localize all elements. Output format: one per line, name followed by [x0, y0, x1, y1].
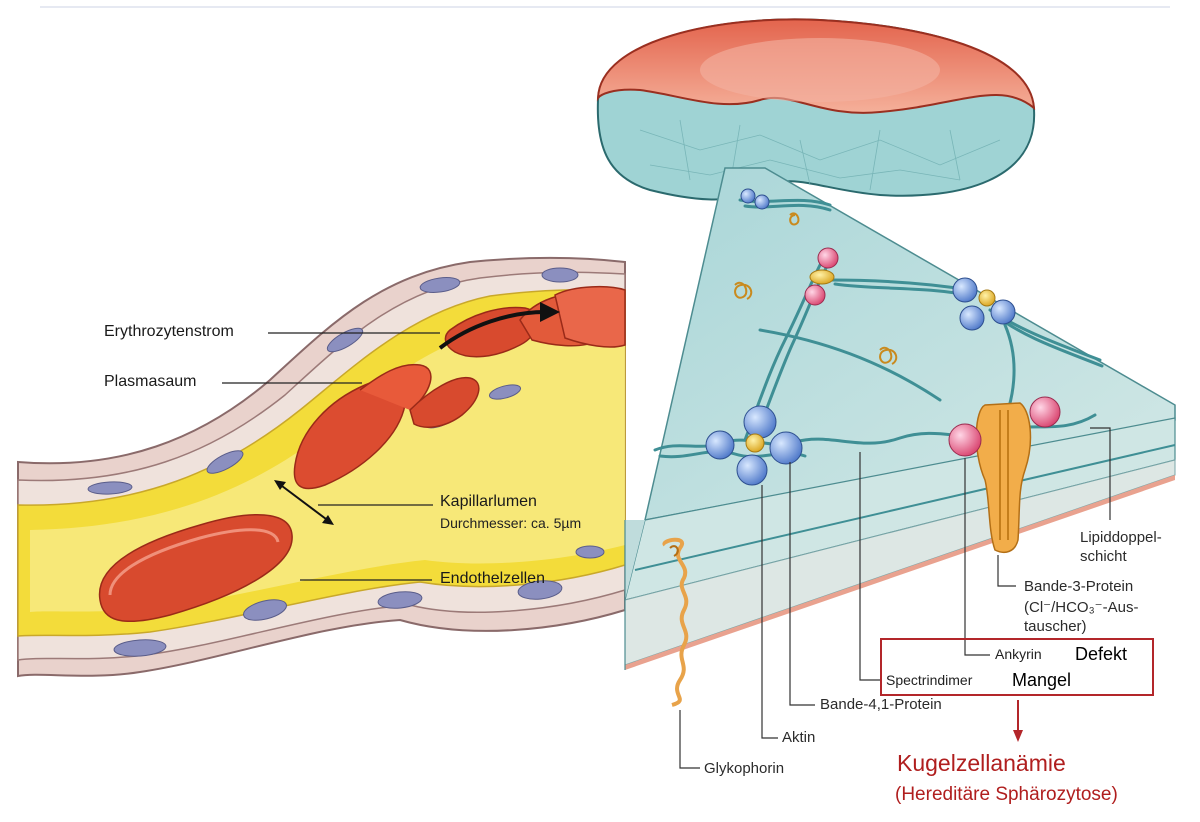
label-defekt: Defekt [1075, 644, 1128, 664]
label-ankyrin: Ankyrin [995, 646, 1042, 662]
left-leader-lines [222, 332, 440, 581]
label-kapillarlumen: Kapillarlumen [440, 493, 537, 510]
label-spectrindimer: Spectrindimer [886, 672, 973, 688]
membrane-skeleton [624, 167, 1176, 707]
label-mangel: Mangel [1012, 670, 1072, 690]
right-leader-lines [679, 427, 1111, 769]
label-glykophorin: Glykophorin [704, 760, 785, 777]
label-endothelzellen: Endothelzellen [440, 570, 545, 587]
bande-3-protein [948, 396, 1061, 553]
capillary-illustration [17, 256, 626, 678]
top-divider [40, 6, 1170, 8]
defect-highlight-box [880, 638, 1154, 696]
glykophorin-protein [662, 537, 689, 707]
protein-complex-top-right [952, 277, 1016, 331]
label-austauscher-line1: (Cl⁻/HCO₃⁻-Aus- [1024, 599, 1139, 616]
label-bande-3-protein: Bande-3-Protein [1024, 578, 1134, 595]
label-aktin: Aktin [782, 729, 816, 746]
label-plasmasaum: Plasmasaum [104, 373, 197, 390]
erythrocyte-disc [596, 18, 1036, 201]
defect-arrow [1013, 700, 1023, 742]
label-lipiddoppelschicht: Lipiddoppel- schicht [1080, 529, 1162, 565]
protein-complex-top [740, 188, 839, 306]
label-hereditaere-sphaerozytose: (Hereditäre Sphärozytose) [895, 784, 1118, 805]
label-durchmesser: Durchmesser: ca. 5µm [440, 515, 582, 531]
protein-complex-4-1 [705, 405, 803, 486]
label-austauscher-line2: tauscher) [1024, 618, 1087, 635]
label-kugelzellanaemie: Kugelzellanämie [897, 750, 1066, 776]
label-bande-4-1-protein: Bande-4,1-Protein [820, 696, 942, 713]
label-erythrozytenstrom: Erythrozytenstrom [104, 323, 234, 340]
